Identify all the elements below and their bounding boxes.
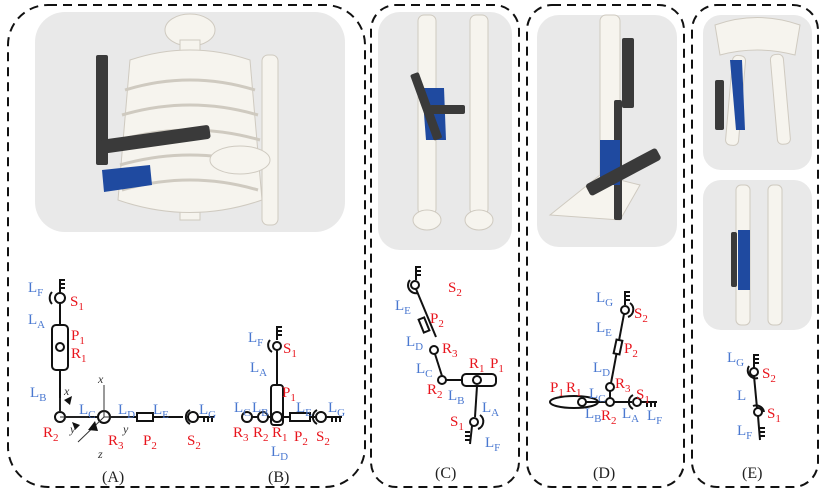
label-ld: LD xyxy=(118,402,135,421)
axis-y-label: y xyxy=(122,422,129,436)
label-s2: S2 xyxy=(316,429,330,448)
axis-x-label: x xyxy=(63,384,70,398)
label-s2: S2 xyxy=(448,280,462,299)
photo-upper-limb-fixator xyxy=(35,12,345,232)
caption-c: (C) xyxy=(435,465,456,482)
label-r2: R2 xyxy=(427,382,443,401)
diagram-e-labels: LG S2 L S1 LF (E) xyxy=(727,350,781,482)
label-lf: LF xyxy=(248,330,263,349)
caption-d: (D) xyxy=(593,465,615,482)
label-la: LA xyxy=(622,406,639,425)
label-p2: P2 xyxy=(143,433,157,452)
label-l: L xyxy=(737,388,746,404)
label-lb: LB xyxy=(448,388,465,407)
label-p2: P2 xyxy=(430,311,444,330)
caption-a: (A) xyxy=(102,469,124,486)
diagram-d-mechanism xyxy=(549,290,658,410)
label-lf: LF xyxy=(28,280,43,299)
label-ld: LD xyxy=(406,334,423,353)
diagram-e-mechanism xyxy=(746,353,765,441)
label-lc: LC xyxy=(589,386,606,405)
label-p1: P1 xyxy=(282,385,296,404)
label-p2: P2 xyxy=(294,429,308,448)
diagram-d-labels: LG S2 LE P2 LD R3 LC S1 P1 R1 LB R2 LA L… xyxy=(550,290,662,482)
label-s1: S1 xyxy=(636,387,650,406)
label-lc: LC xyxy=(79,402,96,421)
label-s2: S2 xyxy=(762,366,776,385)
caption-e: (E) xyxy=(742,465,762,482)
axis-y-label: y xyxy=(69,422,76,436)
panel-c-border xyxy=(370,4,520,488)
panel-e-border xyxy=(691,4,819,488)
label-le: LE xyxy=(596,320,612,339)
label-lg: LG xyxy=(199,402,216,421)
label-lf: LF xyxy=(485,435,500,454)
panel-a-border xyxy=(7,4,366,488)
label-lb: LB xyxy=(30,385,47,404)
label-p1: P1 xyxy=(490,356,504,375)
label-r3: R3 xyxy=(108,433,124,452)
caption-b: (B) xyxy=(268,469,289,486)
label-lb: LB xyxy=(585,406,602,425)
label-lf: LF xyxy=(647,408,662,427)
label-p1: P1 xyxy=(71,328,85,347)
label-s1: S1 xyxy=(767,406,781,425)
label-r2: R2 xyxy=(601,408,617,427)
diagram-a-mechanism: x y x y z xyxy=(48,278,215,461)
label-la: LA xyxy=(482,400,499,419)
label-r2: R2 xyxy=(43,425,59,444)
label-lc: LC xyxy=(234,400,251,419)
label-r1: R1 xyxy=(272,425,288,444)
label-r2: R2 xyxy=(253,425,269,444)
label-le: LE xyxy=(153,402,169,421)
diagram-b-mechanism xyxy=(241,325,343,426)
label-lg: LG xyxy=(727,350,744,369)
photo-foot-fixator xyxy=(537,14,677,247)
label-s1: S1 xyxy=(283,341,297,360)
label-r1: R1 xyxy=(71,346,87,365)
label-ld: LD xyxy=(593,360,610,379)
label-r3: R3 xyxy=(615,376,631,395)
label-p1: P1 xyxy=(550,380,564,399)
label-le: LE xyxy=(395,298,411,317)
label-lb: LB xyxy=(252,400,269,419)
axis-x-label: x xyxy=(97,372,104,386)
axis-z-label: z xyxy=(97,447,103,461)
label-le: LE xyxy=(296,400,312,419)
diagram-b-labels: LF S1 LA P1 LC LB LE LG R3 R2 R1 P2 S2 L… xyxy=(233,330,345,486)
label-s1: S1 xyxy=(70,294,84,313)
photo-femur-fixator xyxy=(703,15,812,170)
label-s1: S1 xyxy=(450,414,464,433)
label-ld: LD xyxy=(271,444,288,463)
label-la: LA xyxy=(28,312,45,331)
label-r1: R1 xyxy=(469,356,485,375)
label-lg: LG xyxy=(328,400,345,419)
label-r1: R1 xyxy=(566,380,582,399)
label-s2: S2 xyxy=(634,306,648,325)
label-r3: R3 xyxy=(233,425,249,444)
label-lg: LG xyxy=(596,290,613,309)
photo-tibia-fixator xyxy=(703,180,812,330)
label-r3: R3 xyxy=(442,341,458,360)
diagram-c-labels: S2 LE P2 LD R3 LC R1 P1 R2 LB LA S1 LF (… xyxy=(395,280,504,482)
panel-d-border xyxy=(526,4,685,488)
label-p2: P2 xyxy=(624,341,638,360)
label-lf: LF xyxy=(737,423,752,442)
label-s2: S2 xyxy=(187,433,201,452)
label-lc: LC xyxy=(416,361,433,380)
label-la: LA xyxy=(250,360,267,379)
diagram-a-labels: LF S1 LA P1 R1 LB LC LD LE LG R2 R3 P2 S… xyxy=(28,280,216,486)
diagram-c-mechanism xyxy=(407,265,497,445)
photo-lower-leg-fixator xyxy=(378,12,512,250)
